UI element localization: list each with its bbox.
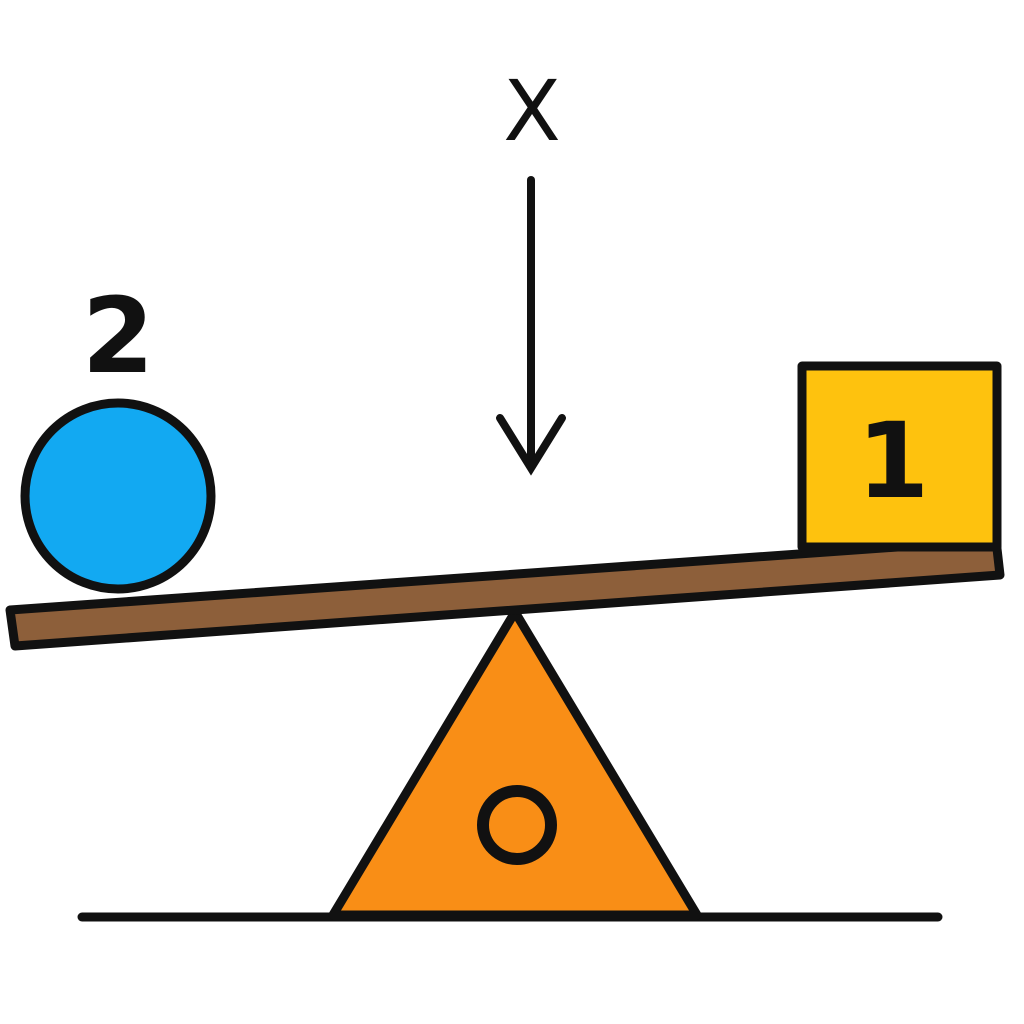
box-weight — [797, 361, 1002, 552]
seesaw-beam — [5, 535, 1005, 651]
ball-weight — [20, 398, 216, 594]
box-label: 1 — [857, 400, 929, 522]
force-label: X — [503, 62, 561, 160]
ball-label: 2 — [82, 275, 154, 397]
fulcrum-triangle — [328, 607, 702, 920]
force-arrow-head — [496, 414, 566, 476]
pivot-ring-glyph — [477, 785, 557, 865]
